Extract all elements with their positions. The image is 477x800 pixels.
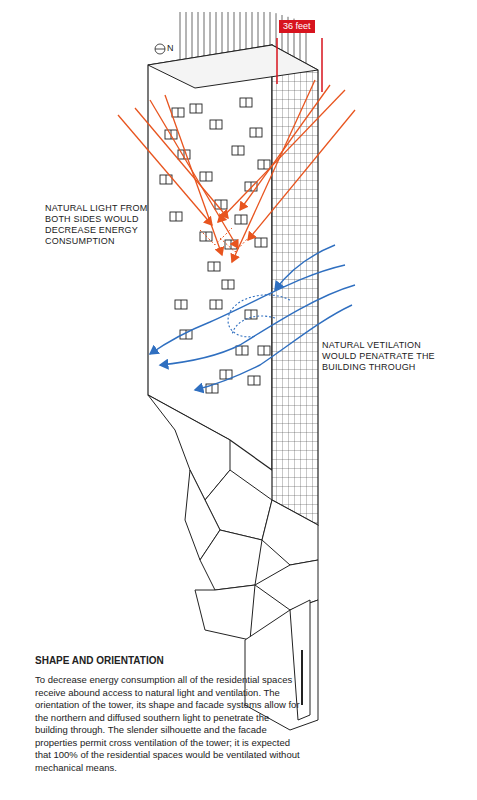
dimension-text: 36 feet [283, 21, 311, 31]
compass-label: N [167, 43, 174, 54]
light-note: NATURAL LIGHT FROM BOTH SIDES WOULD DECR… [45, 203, 165, 247]
title: SHAPE AND ORIENTATION [35, 655, 164, 666]
caption: To decrease energy consumption all of th… [35, 674, 303, 774]
dimension-tag: 36 feet [279, 20, 315, 33]
ventilation-note: NATURAL VETILATION WOULD PENATRATE THE B… [322, 340, 452, 373]
